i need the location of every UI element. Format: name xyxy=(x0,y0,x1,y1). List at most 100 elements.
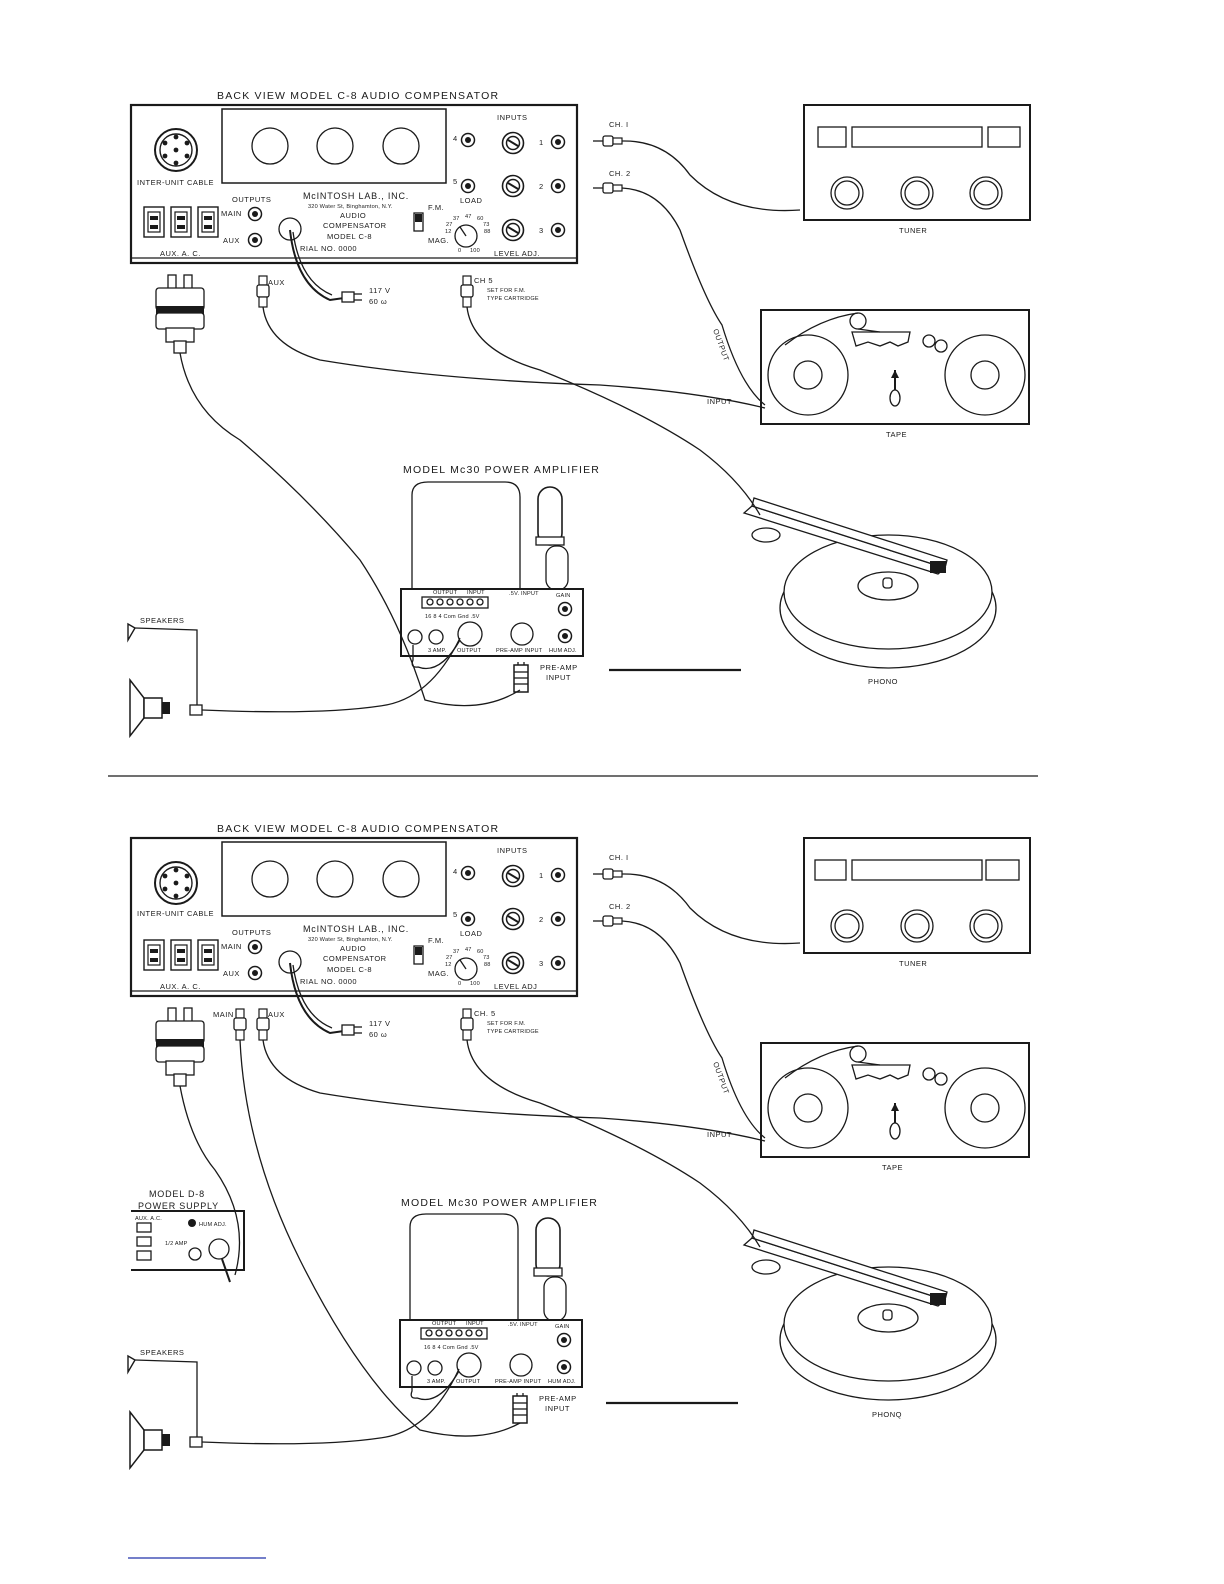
tape-input-label: INPUT xyxy=(707,1130,732,1139)
level-adj-dial: 37 47 60 27 73 12 88 0 100 xyxy=(445,947,490,987)
ps-hum-adj-control xyxy=(188,1219,196,1227)
tuner-bottom: TUNER xyxy=(803,837,1031,968)
aux-label: AUX xyxy=(223,236,240,245)
tape-deck-top: TAPE xyxy=(760,309,1030,439)
maker-label: McINTOSH LAB., INC. xyxy=(303,924,409,934)
gain-control xyxy=(556,1332,572,1348)
speakers-top: SPEAKERS xyxy=(127,616,203,737)
input-5-number: 5 xyxy=(453,910,458,919)
aux-ac-label: AUX. A. C. xyxy=(160,982,201,991)
tube-1 xyxy=(251,860,289,898)
amp-tube-small xyxy=(543,1276,567,1322)
maker-label: McINTOSH LAB., INC. xyxy=(303,191,409,201)
inputs-label: INPUTS xyxy=(497,113,528,122)
main-plug-bottom xyxy=(233,1008,247,1041)
mag-label: MAG. xyxy=(428,236,449,245)
tape-output-cable-bottom xyxy=(621,920,766,1139)
inter-unit-socket xyxy=(154,128,198,172)
amp-tube-large xyxy=(533,1217,563,1277)
ac-outlet-3 xyxy=(197,939,219,971)
terminal-taps-label: 16 8 4 Com Gnd .5V xyxy=(425,614,480,620)
ch1-plug-top xyxy=(592,135,623,147)
svg-text:100: 100 xyxy=(470,248,480,254)
ch5-plug-bottom xyxy=(460,1008,474,1041)
ch5-note-1: SET FOR F.M. xyxy=(487,1021,526,1027)
input-4-jack xyxy=(460,865,476,881)
input-5-jack xyxy=(460,911,476,927)
input-3-load-jack xyxy=(501,218,525,242)
tube-3 xyxy=(382,127,420,165)
ch5-label: CH. 5 xyxy=(474,1009,496,1018)
ch2-plug-top xyxy=(592,182,623,194)
amp-input-label: INPUT xyxy=(467,590,485,596)
power-cord-bottom xyxy=(289,962,345,1035)
power-cord-label: 117 V xyxy=(369,1019,391,1028)
terminal-strip xyxy=(420,1327,488,1340)
ch5-note-2: TYPE CARTRIDGE xyxy=(487,1029,539,1035)
input-5-number: 5 xyxy=(453,177,458,186)
tape-label: TAPE xyxy=(886,430,907,439)
svg-text:47: 47 xyxy=(465,947,472,953)
half-v-input-label: .5V. INPUT xyxy=(508,1322,538,1328)
tuner-cable-bottom xyxy=(621,873,801,945)
input-1-jack xyxy=(550,134,566,150)
input-3-load-jack xyxy=(501,951,525,975)
input-2-jack xyxy=(550,178,566,194)
inputs-label: INPUTS xyxy=(497,846,528,855)
aux-cable-bottom xyxy=(262,1039,766,1142)
svg-text:37: 37 xyxy=(453,949,460,955)
ch5-label: CH 5 xyxy=(474,276,493,285)
compensator-title: BACK VIEW MODEL C-8 AUDIO COMPENSATOR xyxy=(217,823,499,835)
power-cord-top xyxy=(289,229,345,302)
main-cable-bottom xyxy=(239,1039,521,1437)
level-adj-dial: 37 47 60 27 73 12 88 0 100 xyxy=(445,214,490,254)
power-cord-grommet xyxy=(278,217,302,241)
power-supply-title-2: POWER SUPPLY xyxy=(138,1201,219,1211)
amplifier-title: MODEL Mc30 POWER AMPLIFIER xyxy=(403,464,600,476)
ch5-plug-top xyxy=(460,275,474,308)
hum-adj-label: HUM ADJ. xyxy=(548,1379,576,1385)
svg-text:0: 0 xyxy=(458,248,461,254)
tuner-label: TUNER xyxy=(899,226,927,235)
address-label: 320 Water St, Binghamton, N.Y. xyxy=(308,937,393,943)
speaker-icon xyxy=(129,1411,171,1469)
ac-outlet-3 xyxy=(197,206,219,238)
speakers-bottom: SPEAKERS xyxy=(127,1348,203,1469)
serial-label: RIAL NO. 0000 xyxy=(300,977,357,986)
turntable-top: PHONO xyxy=(742,497,997,686)
amplifier-title: MODEL Mc30 POWER AMPLIFIER xyxy=(401,1197,598,1209)
inter-unit-socket xyxy=(154,861,198,905)
hum-adj-control xyxy=(557,628,573,644)
ch2-plug-bottom xyxy=(592,915,623,927)
amp-output-label: OUTPUT xyxy=(432,1321,457,1327)
terminal-strip xyxy=(421,596,489,609)
load-label: LOAD xyxy=(460,929,483,938)
ac-outlet-2 xyxy=(170,939,192,971)
model-label: MODEL C-8 xyxy=(327,965,372,974)
preamp-plug-label-1: PRE-AMP xyxy=(540,663,578,672)
amplifier-top: MODEL Mc30 POWER AMPLIFIER OUTPUT INPUT … xyxy=(400,464,741,693)
phono-cable-bottom xyxy=(466,1039,761,1248)
ps-hum-adj-label: HUM ADJ. xyxy=(199,1222,227,1228)
fuse-label: 3 AMP. xyxy=(428,648,447,654)
ch1-label: CH. I xyxy=(609,853,629,862)
compensator-word-label: COMPENSATOR xyxy=(323,221,387,230)
speakers-label: SPEAKERS xyxy=(140,1348,184,1357)
model-label: MODEL C-8 xyxy=(327,232,372,241)
svg-text:12: 12 xyxy=(445,229,452,235)
tape-input-label: INPUT xyxy=(707,397,732,406)
level-adj-label: LEVEL ADJ. xyxy=(494,249,540,258)
diagram-top: BACK VIEW MODEL C-8 AUDIO COMPENSATOR IN… xyxy=(127,90,1031,737)
tube-3 xyxy=(382,860,420,898)
half-v-input-label: .5V. INPUT xyxy=(509,591,539,597)
svg-text:47: 47 xyxy=(465,214,472,220)
preamp-plug xyxy=(513,662,529,693)
inter-unit-cable-label: INTER-UNIT CABLE xyxy=(137,178,214,187)
ac-plug-bottom xyxy=(155,1007,205,1087)
input-1-jack xyxy=(550,867,566,883)
preamp-plug-label-2: INPUT xyxy=(546,673,571,682)
audio-label: AUDIO xyxy=(340,211,366,220)
input-2-load-jack xyxy=(501,907,525,931)
ch1-label: CH. I xyxy=(609,120,629,129)
fuse-label: 3 AMP. xyxy=(427,1379,446,1385)
